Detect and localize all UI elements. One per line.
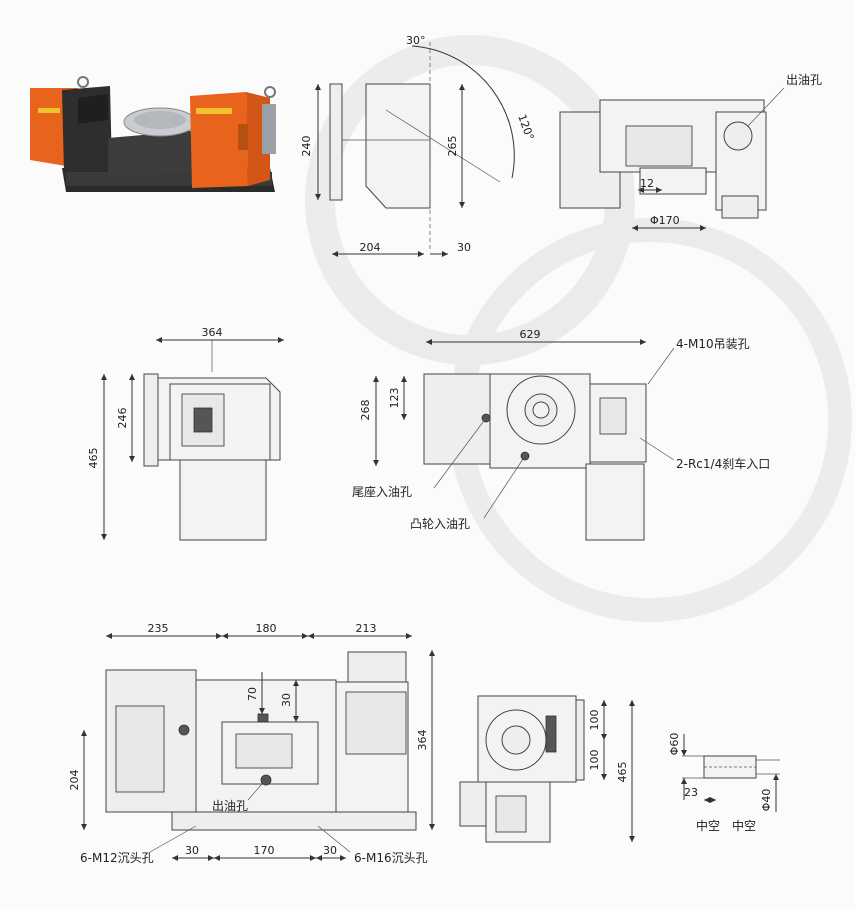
top-dim-268: 268 (359, 400, 372, 421)
right-dim-100-a: 100 (588, 710, 601, 731)
front-dim-364: 364 (416, 730, 429, 751)
front-dim-170: 170 (254, 844, 275, 857)
top-dim-12: 12 (640, 177, 654, 190)
front-dim-204: 204 (68, 770, 81, 791)
lifting-holes-label: 4-M10吊装孔 (676, 337, 750, 351)
hollow-label-a: 中空 (696, 818, 720, 833)
end-dim-364: 364 (202, 326, 223, 339)
front-dim-30-vertical: 30 (280, 693, 293, 707)
side-dim-204: 204 (360, 241, 381, 254)
top-dim-123: 123 (388, 388, 401, 409)
top-dim-629: 629 (520, 328, 541, 341)
bore-dia-60: Φ60 (668, 733, 681, 756)
m12-countersunk-label: 6-M12沉头孔 (80, 851, 154, 865)
oil-outlet-label-top: 出油孔 (786, 73, 822, 87)
front-dim-70: 70 (246, 687, 259, 701)
top-right-view: 出油孔 12 Φ170 (559, 73, 822, 231)
front-dim-180: 180 (256, 622, 277, 635)
m16-countersunk-label: 6-M16沉头孔 (354, 851, 428, 865)
end-dim-465: 465 (87, 448, 100, 469)
front-dim-30-right: 30 (323, 844, 337, 857)
right-view: 100 100 465 (459, 695, 635, 843)
top-view: 629 268 123 4-M10吊装孔 2-Rc1/4刹车入口 尾座入油孔 凸… (352, 328, 770, 541)
side-dim-30: 30 (457, 241, 471, 254)
hollow-label-b: 中空 (732, 818, 756, 833)
bore-detail: Φ60 Φ40 23 中空 中空 (668, 733, 780, 833)
right-dim-465: 465 (616, 762, 629, 783)
front-view: 235 180 213 70 30 204 364 出油孔 30 170 30 … (68, 622, 435, 865)
front-dim-213: 213 (356, 622, 377, 635)
right-housing (190, 92, 248, 188)
angle-120-label: 120° (515, 113, 536, 142)
right-dim-100-b: 100 (588, 750, 601, 771)
angle-30-label: 30° (406, 34, 426, 47)
front-dim-235: 235 (148, 622, 169, 635)
cam-oil-inlet-label: 凸轮入油孔 (410, 517, 470, 531)
bore-dim-23: 23 (684, 786, 698, 799)
tailstock-oil-inlet-label: 尾座入油孔 (352, 484, 412, 499)
end-view: 364 465 246 (87, 326, 284, 541)
side-dim-265: 265 (446, 136, 459, 157)
side-dim-240: 240 (300, 136, 313, 157)
brake-inlet-label: 2-Rc1/4刹车入口 (676, 456, 770, 471)
oil-outlet-label-front: 出油孔 (212, 799, 248, 813)
bore-dia-40: Φ40 (760, 789, 773, 812)
front-dim-30-left: 30 (185, 844, 199, 857)
end-dim-246: 246 (116, 408, 129, 429)
top-dim-dia170: Φ170 (650, 214, 680, 227)
product-photo (30, 76, 276, 192)
